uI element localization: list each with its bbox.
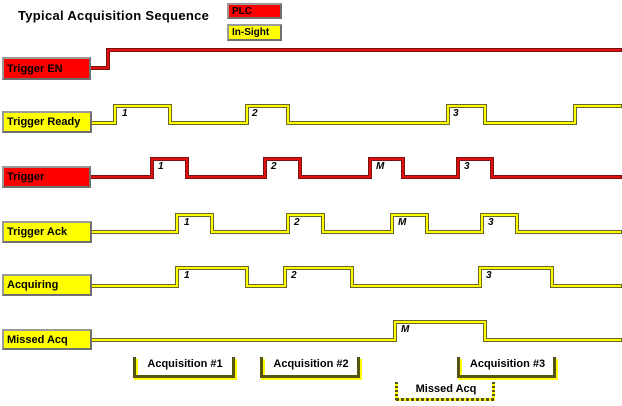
bracket-left-bar [260,357,263,378]
pulse-marker-trigger-ready-1: 1 [122,108,128,119]
pulse-marker-acquiring-3: 3 [486,270,492,281]
bracket-base-line [396,398,495,401]
wave-missed-acq-outline [89,320,622,342]
diagram-title: Typical Acquisition Sequence [18,8,210,23]
signal-label-trigger: Trigger [2,166,91,188]
bracket-left-bar [457,357,460,378]
wave-trigger-ready-core [90,105,621,124]
pulse-marker-trigger-m: M [376,161,385,172]
wave-trigger-ack-outline [89,213,622,234]
wave-acquiring-outline [89,266,622,288]
wave-trigger-outline [88,157,622,179]
pulse-marker-trigger-ack-m: M [398,217,407,228]
pulse-marker-trigger-ack-3: 3 [488,217,494,228]
pulse-marker-missed-acq-m: M [401,324,410,335]
bracket-label: Acquisition #2 [273,358,349,370]
pulse-marker-acquiring-2: 2 [291,270,297,281]
bracket-right-bar [553,357,556,378]
bracket-acquisition-3: Acquisition #3 [457,357,558,380]
signal-label-trigger-ready: Trigger Ready [2,111,92,133]
bracket-label: Acquisition #1 [147,358,223,370]
bracket-right-bar [232,357,235,378]
signal-label-trigger-en: Trigger EN [2,57,91,80]
bracket-missed-acq: Missed Acq [395,382,497,403]
signal-label-acquiring: Acquiring [2,274,92,296]
legend-plc: PLC [227,3,282,19]
pulse-marker-acquiring-1: 1 [184,270,190,281]
bracket-label: Acquisition #3 [469,358,546,370]
bracket-left-bar [133,357,136,378]
bracket-acquisition-2: Acquisition #2 [260,357,362,380]
bracket-base-line [458,375,556,378]
signal-label-trigger-ack: Trigger Ack [2,221,92,243]
wave-trigger-en-outline [88,48,622,70]
wave-acquiring-core [90,267,621,287]
signal-label-missed-acq: Missed Acq [2,329,92,350]
legend-in-sight: In-Sight [227,24,282,41]
bracket-acquisition-1: Acquisition #1 [133,357,237,380]
pulse-marker-trigger-ack-1: 1 [184,217,190,228]
bracket-base-line [261,375,360,378]
bracket-left-bar [395,382,398,401]
wave-missed-acq-core [90,321,621,341]
bracket-right-bar [357,357,360,378]
bracket-label: Missed Acq [415,383,477,395]
bracket-base-line [134,375,235,378]
wave-trigger-ack-core [90,214,621,233]
pulse-marker-trigger-2: 2 [271,161,277,172]
wave-trigger-core [89,158,621,178]
pulse-marker-trigger-ready-3: 3 [453,108,459,119]
pulse-marker-trigger-ack-2: 2 [294,217,300,228]
pulse-marker-trigger-1: 1 [158,161,164,172]
pulse-marker-trigger-3: 3 [464,161,470,172]
bracket-right-bar [492,382,495,401]
pulse-marker-trigger-ready-2: 2 [252,108,258,119]
wave-trigger-en-core [89,49,621,69]
